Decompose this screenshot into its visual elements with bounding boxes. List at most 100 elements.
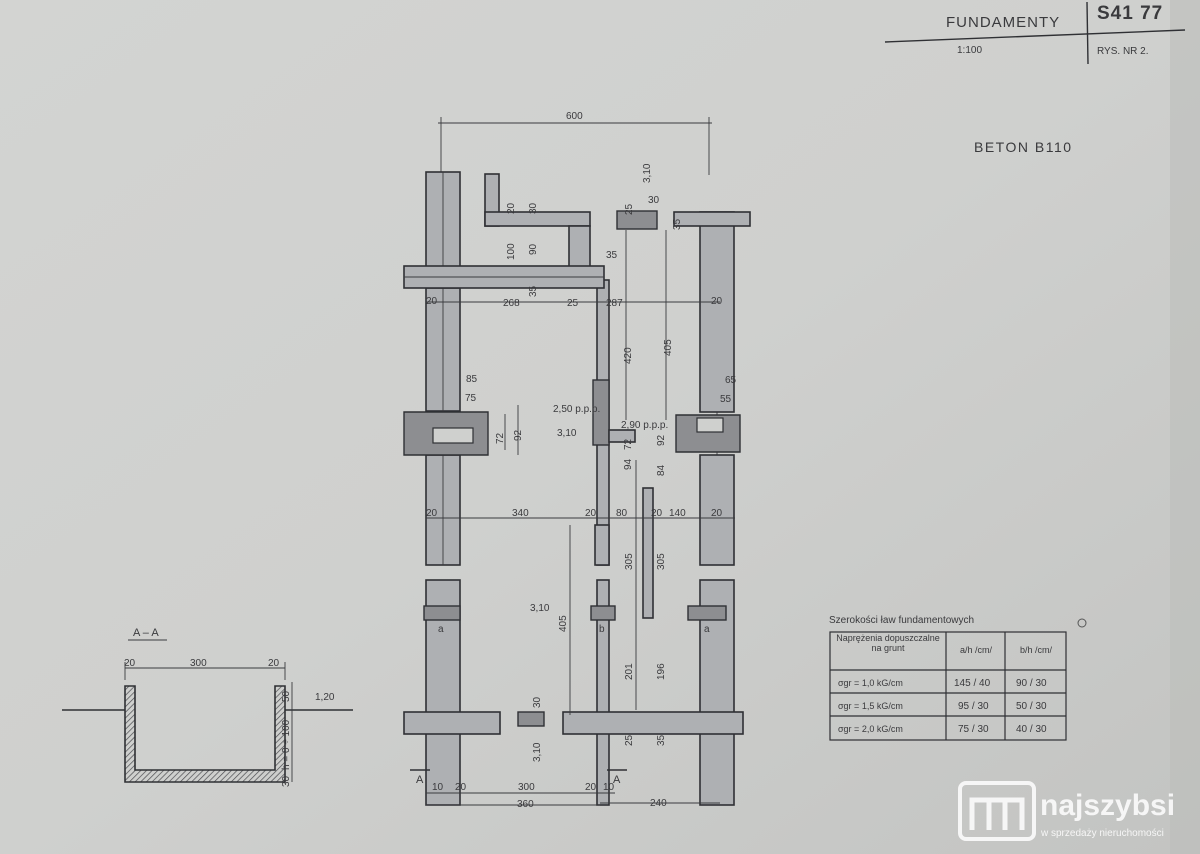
dim-30-pier: 30 bbox=[532, 696, 543, 708]
dim-35-c: 35 bbox=[528, 285, 539, 297]
table-row-2-b: 50 / 30 bbox=[1016, 701, 1047, 712]
drawing-code: S41 77 bbox=[1097, 3, 1163, 24]
wall-lower-right bbox=[562, 711, 744, 735]
drawing-scale: 1:100 bbox=[957, 45, 982, 56]
table-row-2-stress: σgr = 1,5 kG/cm bbox=[838, 701, 903, 711]
dim-340: 340 bbox=[512, 508, 529, 519]
dim-90: 90 bbox=[528, 243, 539, 255]
drawing-title: FUNDAMENTY bbox=[946, 14, 1060, 31]
dim-405-left: 405 bbox=[558, 615, 569, 632]
pad-right-lower bbox=[687, 605, 727, 621]
dim-85: 85 bbox=[466, 374, 478, 385]
table-header-a: a/h /cm/ bbox=[959, 645, 992, 655]
dim-310-top: 3,10 bbox=[642, 163, 653, 183]
section-w-right: 20 bbox=[268, 658, 280, 669]
concrete-class-note: BETON B110 bbox=[974, 139, 1073, 155]
dim-20-row2-mid: 20 bbox=[585, 508, 597, 519]
dim-25-low: 25 bbox=[624, 734, 635, 746]
dim-92-l: 92 bbox=[513, 429, 524, 441]
dim-30-top: 30 bbox=[648, 195, 660, 206]
watermark-logo: najszybsi w sprzedaży nieruchomości bbox=[958, 781, 1175, 841]
column-center bbox=[642, 487, 654, 619]
level-250: 2,50 p.p.p. bbox=[553, 404, 600, 415]
watermark-logo-m bbox=[969, 797, 1025, 830]
dim-201: 201 bbox=[624, 663, 635, 680]
dim-25: 25 bbox=[624, 203, 635, 215]
pad-mid-lower bbox=[590, 605, 616, 621]
watermark-logo-icon bbox=[958, 781, 1036, 841]
table-caption: Szerokości ław fundamentowych bbox=[829, 615, 974, 626]
dim-405-right: 405 bbox=[663, 339, 674, 356]
pad-small-pier bbox=[517, 711, 545, 727]
table-row-1-stress: σgr = 1,0 kG/cm bbox=[838, 678, 903, 688]
table-row-2-a: 95 / 30 bbox=[958, 701, 989, 712]
table-row-3-a: 75 / 30 bbox=[958, 724, 989, 735]
dim-a-right: a bbox=[704, 624, 710, 635]
pier-right bbox=[675, 414, 741, 453]
table-row-3-b: 40 / 30 bbox=[1016, 724, 1047, 735]
foundation-plan: 600 bbox=[403, 111, 751, 806]
dim-268: 268 bbox=[503, 298, 520, 309]
table-row-1-a: 145 / 40 bbox=[954, 678, 991, 689]
wall-lower-left bbox=[403, 711, 501, 735]
column-mid-small bbox=[594, 524, 610, 566]
section-u-shape bbox=[124, 685, 286, 783]
wall-middle-bottom bbox=[596, 579, 610, 806]
section-a-a-label: A – A bbox=[133, 627, 159, 639]
dim-84: 84 bbox=[656, 464, 667, 476]
dim-196: 196 bbox=[656, 663, 667, 680]
table-row-3-stress: σgr = 2,0 kG/cm bbox=[838, 724, 903, 734]
dim-20-a: 20 bbox=[506, 202, 517, 214]
dim-35-right: 35 bbox=[672, 218, 683, 230]
dim-55: 55 bbox=[720, 394, 732, 405]
pier-middle-step bbox=[608, 429, 636, 443]
level-310-low: 3,10 bbox=[530, 603, 550, 614]
section-a-a: A – A 20 300 20 50 h = 0 ÷ 100 30 1,20 bbox=[62, 627, 353, 787]
dim-10-right: 10 bbox=[603, 782, 615, 793]
watermark-brand: najszybsi bbox=[1040, 789, 1175, 822]
pier-right-notch bbox=[696, 417, 724, 433]
level-310-mid: 3,10 bbox=[557, 428, 577, 439]
dim-94: 94 bbox=[623, 458, 634, 470]
pier-middle bbox=[592, 379, 610, 446]
wall-top-horizontal bbox=[484, 211, 591, 227]
dim-92-m: 92 bbox=[656, 434, 667, 446]
paper-right-shadow bbox=[1170, 0, 1200, 854]
section-h-var: h = 0 ÷ 100 bbox=[281, 719, 292, 770]
dim-20-row2-left: 20 bbox=[426, 508, 438, 519]
dim-25-mid: 25 bbox=[567, 298, 579, 309]
dim-300-low: 300 bbox=[518, 782, 535, 793]
dim-30-a: 30 bbox=[528, 202, 539, 214]
title-block: FUNDAMENTY S41 77 1:100 RYS. NR 2. bbox=[884, 1, 1186, 65]
section-mark-right: A bbox=[613, 774, 621, 786]
dim-287: 287 bbox=[606, 298, 623, 309]
dim-75: 75 bbox=[465, 393, 477, 404]
wall-right-lower bbox=[699, 454, 735, 566]
wall-right-upper bbox=[699, 211, 735, 413]
dim-20-right: 20 bbox=[711, 296, 723, 307]
dim-240: 240 bbox=[650, 798, 667, 809]
section-h30: 30 bbox=[281, 775, 292, 787]
dim-600: 600 bbox=[566, 111, 583, 122]
section-h50: 50 bbox=[281, 690, 292, 702]
dim-20-row2-n: 20 bbox=[651, 508, 663, 519]
pad-left-lower bbox=[423, 605, 461, 621]
table-header-b: b/h /cm/ bbox=[1019, 645, 1052, 655]
dim-20-left: 20 bbox=[426, 296, 438, 307]
plan-dimension-labels: 3,10 25 30 35 20 30 100 90 35 35 20 268 … bbox=[416, 163, 737, 810]
dim-72-l: 72 bbox=[495, 432, 506, 444]
section-mark-left: A bbox=[416, 774, 424, 786]
dim-20-low-left: 20 bbox=[455, 782, 467, 793]
dim-10-left: 10 bbox=[432, 782, 444, 793]
hole-mark bbox=[1077, 618, 1087, 628]
dim-b-mid: b bbox=[599, 624, 605, 635]
dim-100: 100 bbox=[506, 243, 517, 260]
wall-top-right-beam bbox=[673, 211, 751, 227]
dim-305-a: 305 bbox=[624, 553, 635, 570]
dim-305-b: 305 bbox=[656, 553, 667, 570]
dim-65: 65 bbox=[725, 375, 737, 386]
dim-35-low: 35 bbox=[656, 734, 667, 746]
pier-top-right bbox=[616, 210, 658, 230]
dim-35-b: 35 bbox=[606, 250, 618, 261]
